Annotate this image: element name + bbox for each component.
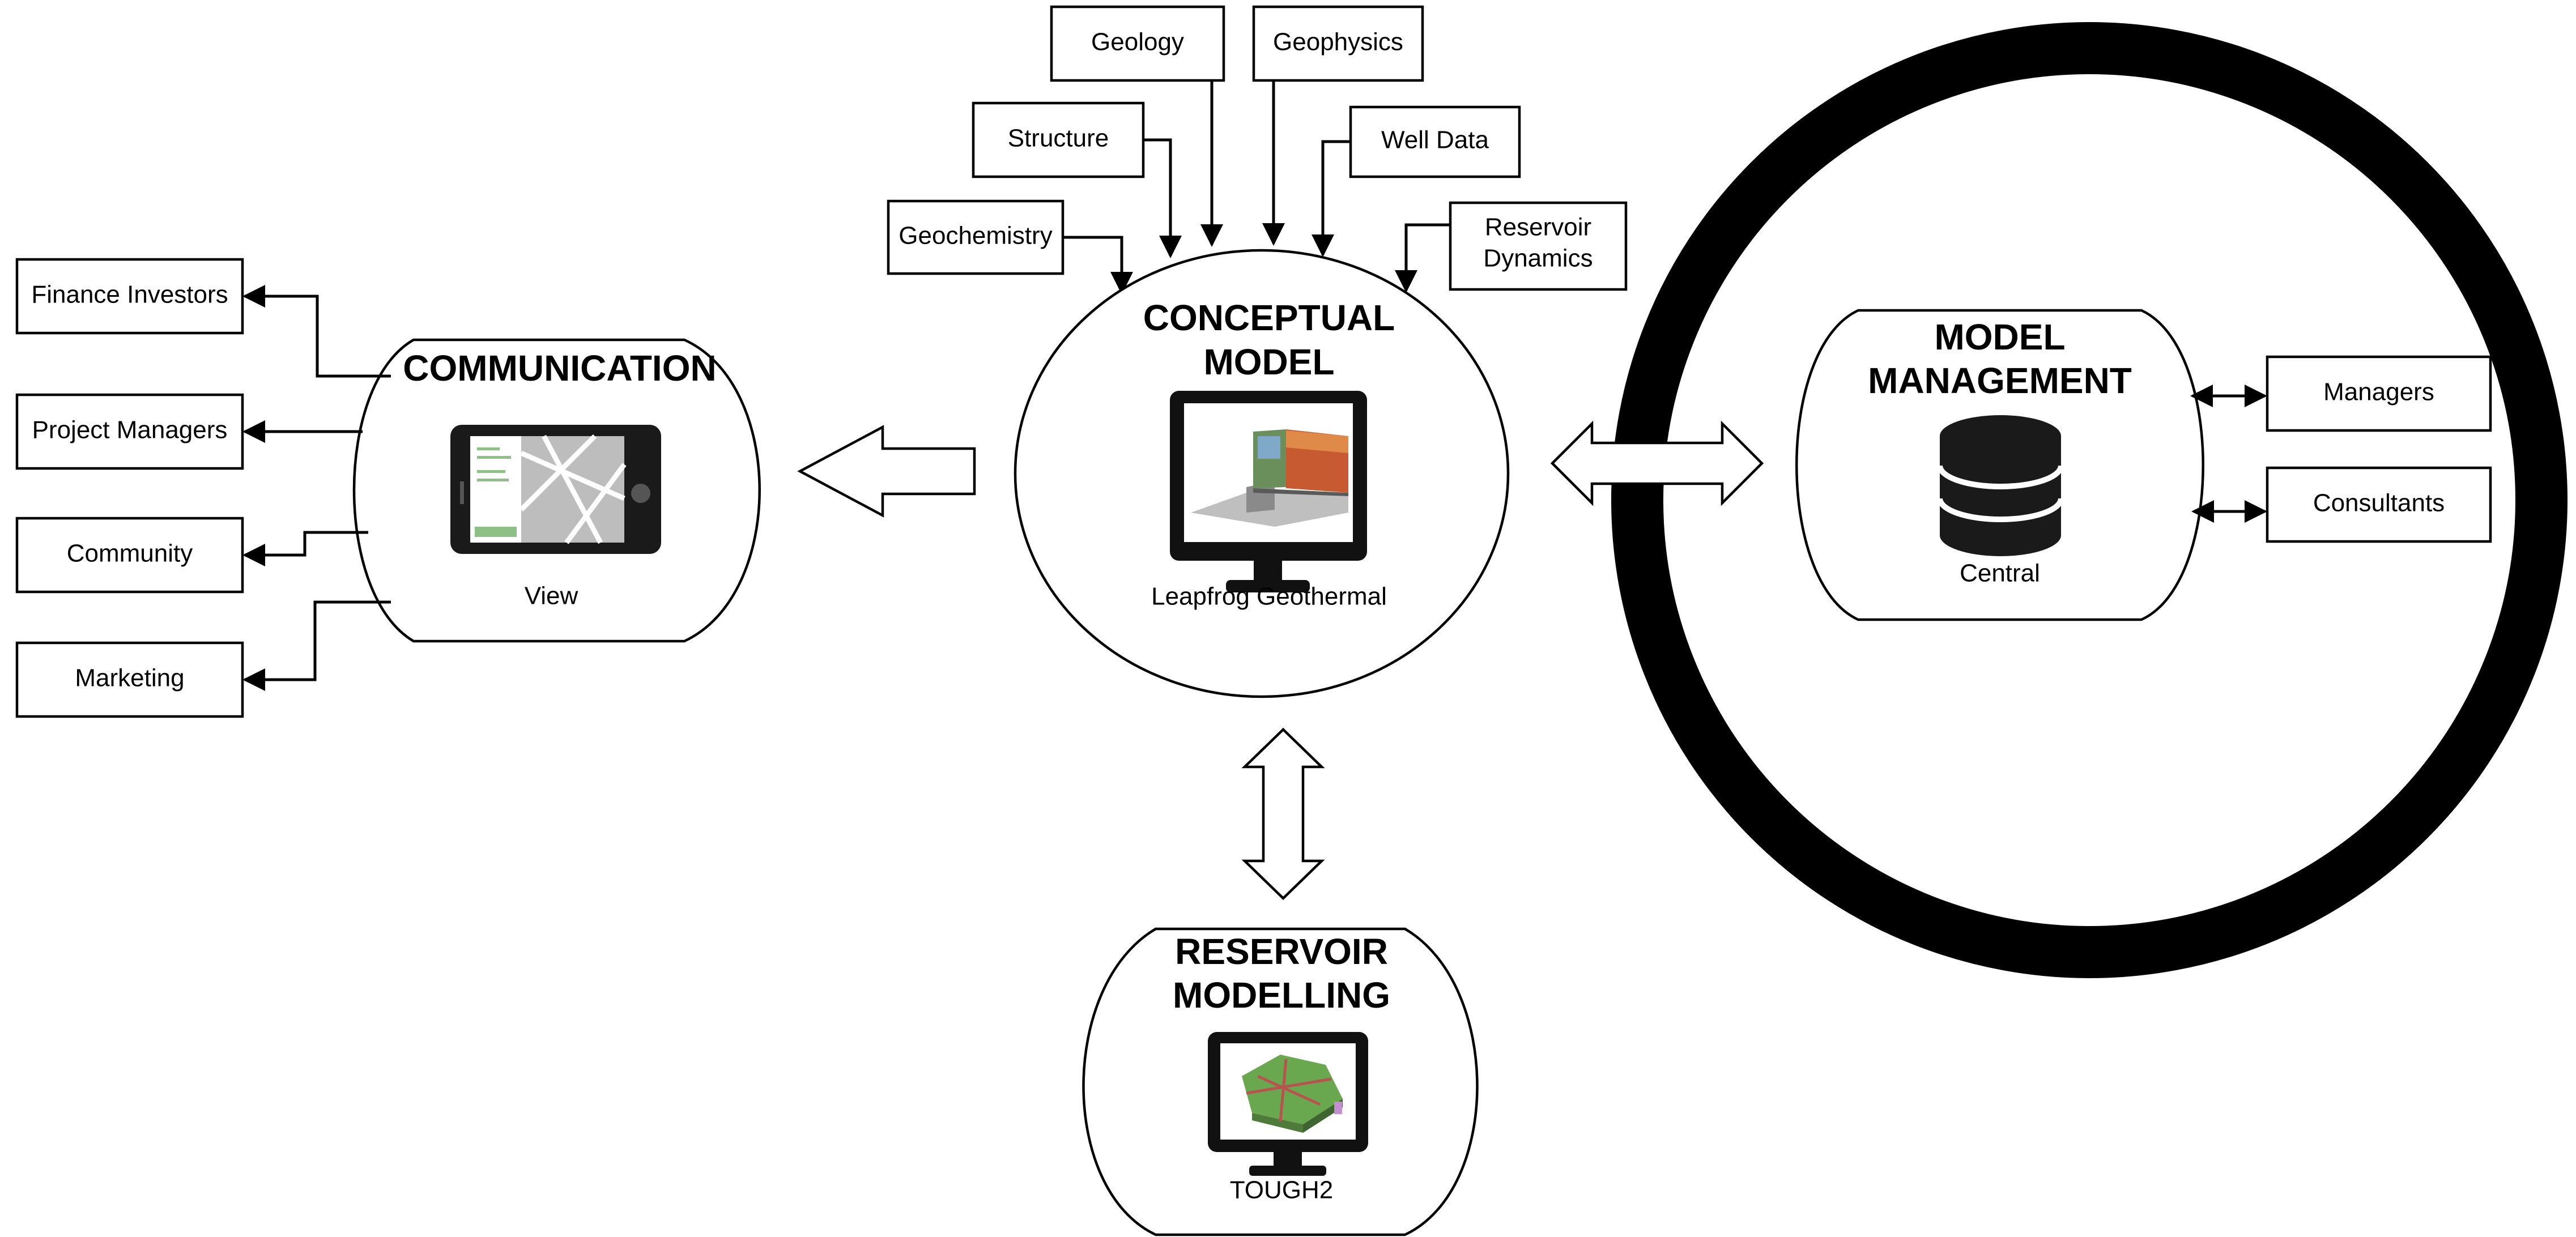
- communication-caption: View: [525, 582, 578, 610]
- input-box-structure: Structure: [972, 101, 1145, 178]
- input-label: Geology: [1091, 28, 1184, 56]
- audience-box: Marketing: [15, 641, 244, 718]
- connector-community: [242, 531, 368, 566]
- conceptual-title: CONCEPTUAL: [1143, 297, 1395, 338]
- reservoir-modelling-node: RESERVOIR MODELLING TOUGH2: [1082, 927, 1479, 1236]
- database-icon: [1937, 415, 2064, 556]
- input-box-geochemistry: Geochemistry: [887, 199, 1065, 275]
- stakeholder-label: Managers: [2323, 378, 2434, 406]
- reservoir-caption: TOUGH2: [1230, 1176, 1334, 1204]
- input-label: Well Data: [1381, 126, 1489, 154]
- input-box-geophysics: Geophysics: [1252, 5, 1424, 82]
- audience-box: Project Managers: [15, 393, 244, 470]
- connector-well-data: [1312, 140, 1351, 257]
- connector-marketing: [242, 600, 391, 691]
- conceptual-model-node: CONCEPTUAL MODEL Leapfrog Geothermal: [1014, 249, 1510, 698]
- reservoir-title: MODELLING: [1173, 975, 1390, 1016]
- communication-node: COMMUNICATION View: [352, 338, 761, 643]
- input-box-reservoir-dynamics: Reservoir Dynamics: [1449, 201, 1628, 291]
- model-management-node: MODEL MANAGEMENT Central: [1795, 309, 2204, 621]
- management-caption: Central: [1960, 560, 2040, 587]
- connector-structure: [1143, 138, 1182, 258]
- flow-arrow-to-communication: [797, 425, 976, 518]
- stakeholder-box: Managers: [2266, 355, 2492, 432]
- connector-reservoir-dynamics: [1395, 223, 1450, 293]
- conceptual-title: MODEL: [1203, 342, 1334, 382]
- input-box-well-data: Well Data: [1349, 105, 1521, 178]
- tablet-map-icon: [450, 425, 661, 554]
- input-label: Structure: [1008, 125, 1109, 152]
- conceptual-caption: Leapfrog Geothermal: [1151, 583, 1387, 611]
- management-title: MODEL: [1934, 317, 2065, 357]
- audience-label: Community: [67, 540, 193, 568]
- audience-box: Community: [15, 517, 244, 594]
- monitor-icon: [1208, 1032, 1368, 1176]
- input-label: Geochemistry: [899, 222, 1052, 250]
- input-label: Reservoir: [1485, 214, 1591, 241]
- management-title: MANAGEMENT: [1868, 360, 2132, 401]
- highlight-ring: [1611, 22, 2568, 978]
- input-box-geology: Geology: [1050, 5, 1225, 82]
- audience-label: Marketing: [75, 664, 184, 692]
- stakeholder-box: Consultants: [2266, 466, 2492, 543]
- audience-label: Project Managers: [32, 416, 228, 444]
- reservoir-title: RESERVOIR: [1175, 931, 1388, 972]
- audience-box: Finance Investors: [15, 258, 244, 335]
- flow-arrow-to-management: [1550, 420, 1764, 506]
- connector-finance: [242, 285, 391, 378]
- input-label: Geophysics: [1273, 28, 1403, 56]
- communication-title: COMMUNICATION: [403, 348, 716, 389]
- flow-arrow-to-reservoir: [1241, 727, 1325, 901]
- audience-label: Finance Investors: [31, 281, 228, 309]
- stakeholder-label: Consultants: [2313, 489, 2445, 517]
- monitor-icon: [1170, 391, 1367, 592]
- connector-geochemistry: [1063, 236, 1133, 295]
- input-label: Dynamics: [1483, 245, 1593, 272]
